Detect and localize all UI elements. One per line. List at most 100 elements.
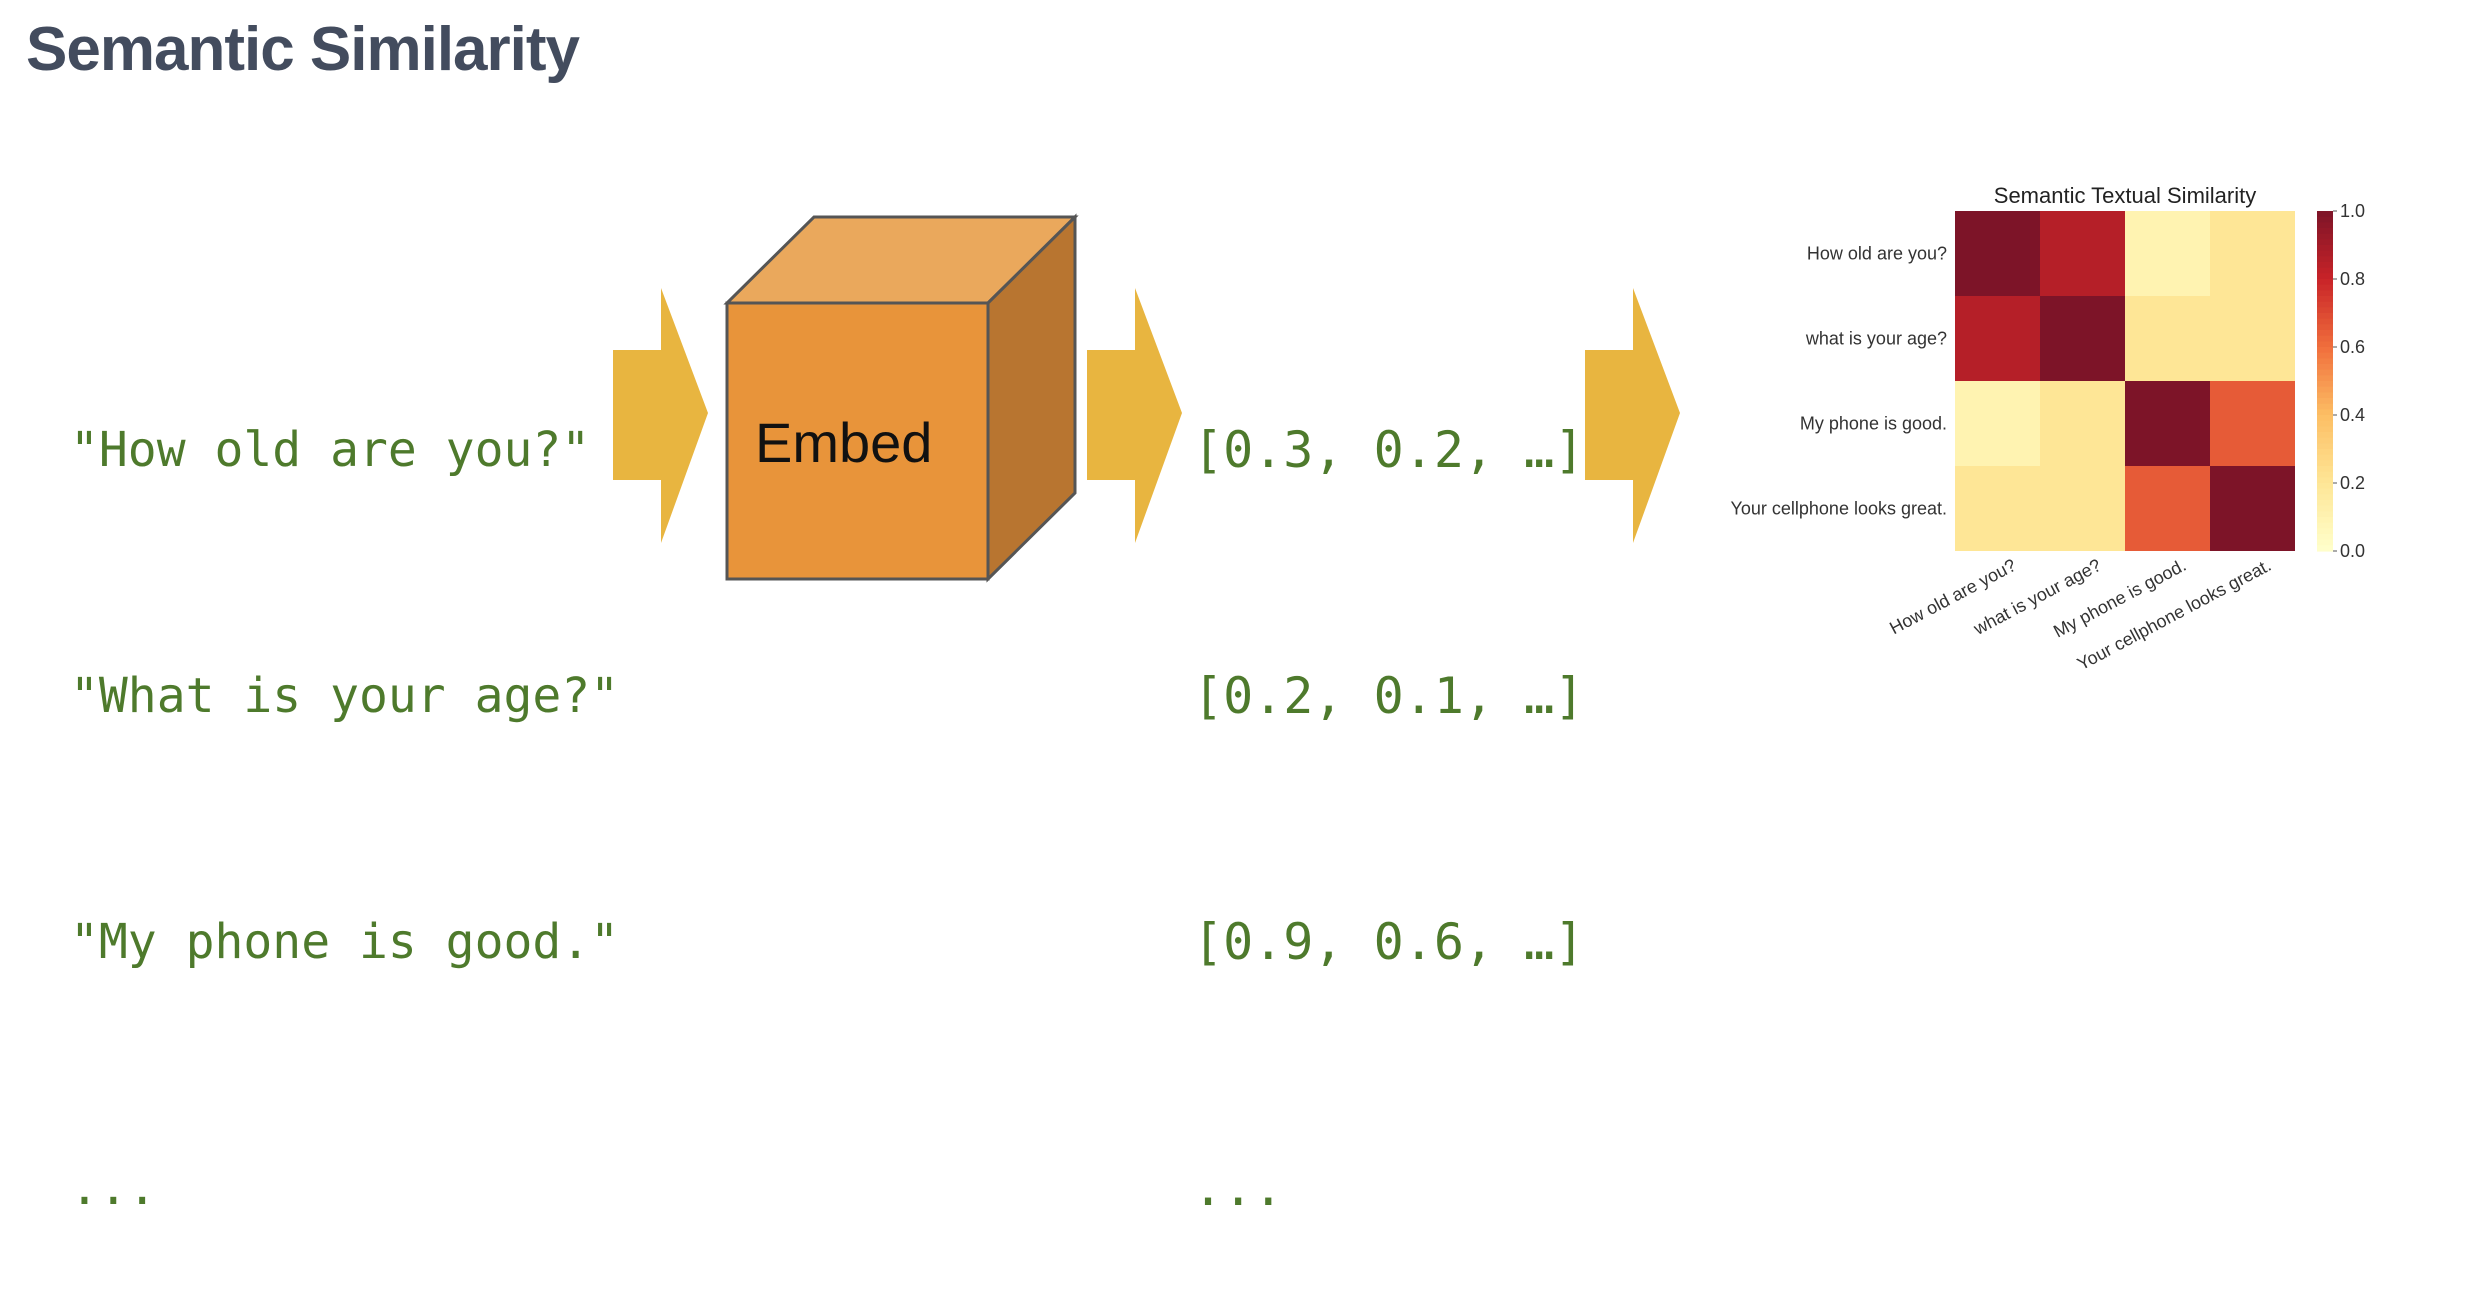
heatmap-cell-3-3 bbox=[2210, 466, 2295, 551]
heatmap-cell-0-1 bbox=[2040, 211, 2125, 296]
colorbar-segment bbox=[2317, 335, 2333, 342]
colorbar-segment bbox=[2317, 279, 2333, 286]
colorbar-segment bbox=[2317, 347, 2333, 354]
cube-front bbox=[725, 301, 990, 581]
colorbar-segment bbox=[2317, 330, 2333, 337]
colorbar-tick-label: 0.6 bbox=[2340, 337, 2365, 357]
colorbar-segment bbox=[2317, 341, 2333, 348]
heatmap-title: Semantic Textual Similarity bbox=[1994, 183, 2256, 208]
heatmap-cell-3-0 bbox=[1955, 466, 2040, 551]
colorbar-tick-label: 0.8 bbox=[2340, 269, 2365, 289]
colorbar-tick-label: 0.2 bbox=[2340, 473, 2365, 493]
colorbar-segment bbox=[2317, 426, 2333, 433]
colorbar-segment bbox=[2317, 313, 2333, 320]
colorbar-segment bbox=[2317, 301, 2333, 308]
colorbar-segment bbox=[2317, 307, 2333, 314]
colorbar-segment bbox=[2317, 454, 2333, 461]
colorbar-segment bbox=[2317, 273, 2333, 280]
colorbar-segment bbox=[2317, 415, 2333, 422]
heatmap-cell-1-2 bbox=[2125, 296, 2210, 381]
colorbar-segment bbox=[2317, 216, 2333, 223]
colorbar-segment bbox=[2317, 494, 2333, 501]
colorbar-segment bbox=[2317, 449, 2333, 456]
colorbar-segment bbox=[2317, 500, 2333, 507]
heatmap-cell-2-3 bbox=[2210, 381, 2295, 466]
heatmap-row-label: How old are you? bbox=[1807, 244, 1947, 264]
colorbar-segment bbox=[2317, 398, 2333, 405]
colorbar-segment bbox=[2317, 505, 2333, 512]
colorbar-segment bbox=[2317, 318, 2333, 325]
vector-3: [0.9, 0.6, …] bbox=[1193, 913, 1585, 971]
colorbar-segment bbox=[2317, 517, 2333, 524]
colorbar-segment bbox=[2317, 471, 2333, 478]
heatmap-row-label: My phone is good. bbox=[1800, 414, 1947, 434]
arrow-2 bbox=[1087, 288, 1182, 543]
colorbar-segment bbox=[2317, 364, 2333, 371]
colorbar-segment bbox=[2317, 539, 2333, 546]
colorbar-segment bbox=[2317, 409, 2333, 416]
colorbar-segment bbox=[2317, 267, 2333, 274]
colorbar-segment bbox=[2317, 375, 2333, 382]
heatmap-cell-3-1 bbox=[2040, 466, 2125, 551]
colorbar-segment bbox=[2317, 369, 2333, 376]
sentence-3: "My phone is good." bbox=[70, 914, 620, 970]
vector-1: [0.3, 0.2, …] bbox=[1193, 421, 1585, 479]
vector-2: [0.2, 0.1, …] bbox=[1193, 667, 1585, 725]
colorbar-segment bbox=[2317, 228, 2333, 235]
colorbar-segment bbox=[2317, 381, 2333, 388]
colorbar-segment bbox=[2317, 233, 2333, 240]
colorbar-segment bbox=[2317, 386, 2333, 393]
colorbar-segment bbox=[2317, 262, 2333, 269]
colorbar-segment bbox=[2317, 420, 2333, 427]
colorbar-segment bbox=[2317, 222, 2333, 229]
heatmap-cell-1-0 bbox=[1955, 296, 2040, 381]
colorbar-segment bbox=[2317, 432, 2333, 439]
colorbar-segment bbox=[2317, 250, 2333, 257]
heatmap-row-label: Your cellphone looks great. bbox=[1731, 499, 1947, 519]
colorbar-segment bbox=[2317, 296, 2333, 303]
colorbar-segment bbox=[2317, 392, 2333, 399]
colorbar-segment bbox=[2317, 324, 2333, 331]
arrow-1 bbox=[613, 288, 708, 543]
heatmap-cell-1-1 bbox=[2040, 296, 2125, 381]
colorbar-segment bbox=[2317, 466, 2333, 473]
colorbar-tick-label: 0.4 bbox=[2340, 405, 2365, 425]
arrow-3 bbox=[1585, 288, 1680, 543]
heatmap-cell-0-3 bbox=[2210, 211, 2295, 296]
colorbar-segment bbox=[2317, 483, 2333, 490]
colorbar-segment bbox=[2317, 211, 2333, 218]
colorbar-segment bbox=[2317, 528, 2333, 535]
vector-list: [0.3, 0.2, …] [0.2, 0.1, …] [0.9, 0.6, …… bbox=[1193, 245, 1584, 1311]
colorbar-segment bbox=[2317, 290, 2333, 297]
colorbar-segment bbox=[2317, 358, 2333, 365]
colorbar-segment bbox=[2317, 534, 2333, 541]
heatmap-cell-0-2 bbox=[2125, 211, 2210, 296]
colorbar-segment bbox=[2317, 477, 2333, 484]
heatmap-cell-1-3 bbox=[2210, 296, 2295, 381]
heatmap-cell-0-0 bbox=[1955, 211, 2040, 296]
colorbar-segment bbox=[2317, 545, 2333, 552]
embed-label: Embed bbox=[755, 411, 933, 474]
colorbar-segment bbox=[2317, 522, 2333, 529]
heatmap-cell-2-1 bbox=[2040, 381, 2125, 466]
colorbar-segment bbox=[2317, 256, 2333, 263]
vector-ellipsis: ... bbox=[1193, 1159, 1284, 1217]
sentence-ellipsis: ... bbox=[70, 1160, 157, 1216]
heatmap-cell-2-2 bbox=[2125, 381, 2210, 466]
sentence-1: "How old are you?" bbox=[70, 422, 591, 478]
colorbar-segment bbox=[2317, 488, 2333, 495]
colorbar-segment bbox=[2317, 403, 2333, 410]
colorbar-segment bbox=[2317, 352, 2333, 359]
colorbar-segment bbox=[2317, 437, 2333, 444]
colorbar-segment bbox=[2317, 443, 2333, 450]
heatmap-row-label: what is your age? bbox=[1805, 329, 1947, 349]
colorbar-segment bbox=[2317, 460, 2333, 467]
colorbar-segment bbox=[2317, 284, 2333, 291]
heatmap-cell-2-0 bbox=[1955, 381, 2040, 466]
colorbar-tick-label: 0.0 bbox=[2340, 541, 2365, 561]
colorbar-segment bbox=[2317, 239, 2333, 246]
colorbar-segment bbox=[2317, 511, 2333, 518]
colorbar-tick-label: 1.0 bbox=[2340, 201, 2365, 221]
